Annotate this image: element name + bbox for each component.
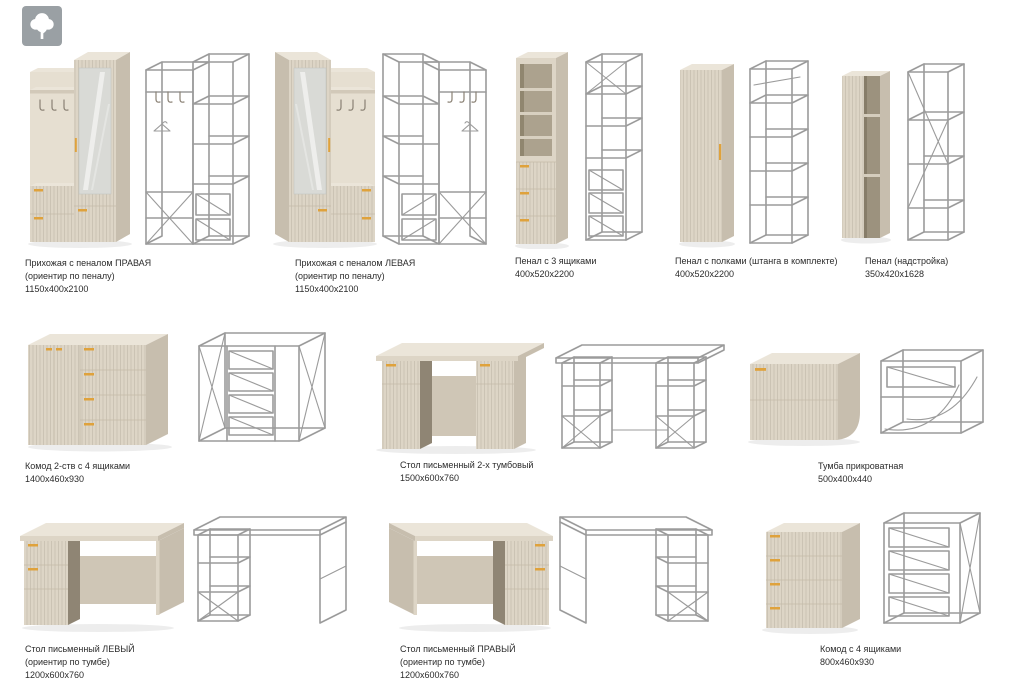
product-label-desk-left: Стол письменный ЛЕВЫЙ (ориентир по тумбе… — [25, 643, 205, 682]
chest-4-drawers-wireframe-render — [883, 512, 981, 624]
tree-icon — [30, 13, 54, 39]
product-label-bedside-table: Тумба прикроватная 500x400x440 — [818, 460, 998, 486]
product-title: Прихожая с пеналом ПРАВАЯ — [25, 258, 152, 268]
product-dimensions: 500x400x440 — [818, 474, 873, 485]
product-title: Комод 2-ств с 4 ящиками — [25, 461, 131, 471]
penal-3-drawers-wireframe-render — [585, 53, 643, 241]
penal-shelves-wireframe-render — [749, 60, 809, 244]
product-title: Комод с 4 ящиками — [820, 644, 902, 654]
desk-right-solid-render — [388, 522, 554, 633]
product-subtitle: (ориентир по пеналу) — [25, 271, 115, 282]
product-dimensions: 1200x600x760 — [400, 670, 460, 681]
penal-shelves-solid-render — [679, 64, 735, 248]
desk-right-wireframe-render — [559, 516, 713, 624]
product-title: Стол письменный ЛЕВЫЙ — [25, 644, 135, 654]
dresser-2door-wireframe-render — [198, 332, 326, 442]
product-title: Пенал (надстройка) — [865, 256, 949, 266]
penal-3-drawers-solid-render — [514, 51, 570, 249]
product-dimensions: 1400x460x930 — [25, 474, 85, 485]
desk-left-solid-render — [19, 522, 185, 633]
desk-2pedestal-wireframe-render — [555, 344, 725, 449]
penal-addon-solid-render — [841, 71, 891, 244]
product-label-hallway-right: Прихожая с пеналом ПРАВАЯ (ориентир по п… — [25, 257, 205, 296]
product-dimensions: 1200x600x760 — [25, 670, 85, 681]
product-label-dresser-2door: Комод 2-ств с 4 ящиками 1400x460x930 — [25, 460, 205, 486]
product-label-chest-4-drawers: Комод с 4 ящиками 800x460x930 — [820, 643, 1000, 669]
product-dimensions: 1500x600x760 — [400, 473, 460, 484]
product-title: Пенал с 3 ящиками — [515, 256, 597, 266]
product-dimensions: 400x520x2200 — [515, 269, 575, 280]
product-subtitle: (ориентир по пеналу) — [295, 271, 385, 282]
product-label-hallway-left: Прихожая с пеналом ЛЕВАЯ (ориентир по пе… — [295, 257, 475, 296]
product-dimensions: 800x460x930 — [820, 657, 875, 668]
product-title: Стол письменный 2-х тумбовый — [400, 460, 534, 470]
hallway-right-solid-render — [27, 51, 133, 249]
product-title: Стол письменный ПРАВЫЙ — [400, 644, 516, 654]
penal-addon-wireframe-render — [907, 63, 965, 241]
bedside-table-solid-render — [747, 352, 861, 447]
hallway-right-wireframe-render — [145, 53, 250, 245]
desk-2pedestal-solid-render — [375, 342, 545, 454]
product-subtitle: (ориентир по тумбе) — [400, 657, 485, 668]
dresser-2door-solid-render — [27, 333, 173, 452]
product-title: Пенал с полками (штанга в комплекте) — [675, 256, 838, 266]
hallway-left-solid-render — [272, 51, 378, 249]
product-label-penal-shelves: Пенал с полками (штанга в комплекте) 400… — [675, 255, 855, 281]
chest-4-drawers-solid-render — [761, 522, 861, 634]
product-dimensions: 1150x400x2100 — [295, 284, 359, 295]
bedside-table-wireframe-render — [880, 349, 984, 434]
product-dimensions: 400x520x2200 — [675, 269, 735, 280]
desk-left-wireframe-render — [193, 516, 347, 624]
product-label-desk-2pedestal: Стол письменный 2-х тумбовый 1500x600x76… — [400, 459, 580, 485]
product-title: Прихожая с пеналом ЛЕВАЯ — [295, 258, 416, 268]
brand-logo — [22, 6, 62, 46]
product-title: Тумба прикроватная — [818, 461, 904, 471]
product-label-penal-addon: Пенал (надстройка) 350x420x1628 — [865, 255, 1009, 281]
product-dimensions: 1150x400x2100 — [25, 284, 89, 295]
product-label-penal-3-drawers: Пенал с 3 ящиками 400x520x2200 — [515, 255, 695, 281]
product-subtitle: (ориентир по тумбе) — [25, 657, 110, 668]
product-label-desk-right: Стол письменный ПРАВЫЙ (ориентир по тумб… — [400, 643, 580, 682]
hallway-left-wireframe-render — [382, 53, 487, 245]
product-dimensions: 350x420x1628 — [865, 269, 925, 280]
